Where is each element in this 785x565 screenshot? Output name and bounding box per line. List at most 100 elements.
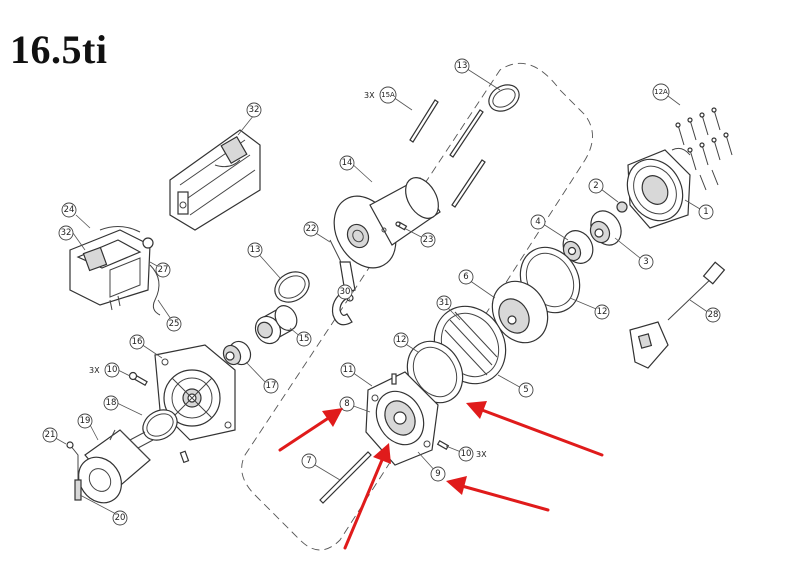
callout-24: 24 [61, 202, 77, 218]
callout-6: 6 [458, 269, 474, 285]
callout-21: 21 [42, 427, 58, 443]
svg-text:12: 12 [597, 307, 608, 317]
svg-text:20: 20 [115, 513, 126, 523]
svg-text:18: 18 [106, 398, 117, 408]
callout-28: 28 [705, 307, 721, 323]
svg-text:16: 16 [132, 337, 143, 347]
callout-23: 23 [420, 232, 436, 248]
callout-17: 17 [263, 378, 279, 394]
callout-25: 25 [166, 316, 182, 332]
callout-12-upper: 12 [594, 304, 610, 320]
callout-9: 9 [430, 466, 446, 482]
screws-part-12A [675, 107, 733, 191]
bolt-part-10-left [128, 371, 148, 387]
callout-7: 7 [301, 453, 317, 469]
red-arrow-2 [343, 443, 391, 550]
callout-10-left: 10 [104, 362, 120, 378]
callout-27: 27 [155, 262, 171, 278]
brake-part-15 [254, 305, 298, 345]
callout-16: 16 [129, 334, 145, 350]
svg-text:15A: 15A [381, 91, 395, 99]
end-plate-part-11 [365, 371, 439, 466]
bolt-part-10-right [391, 373, 450, 451]
callout-14: 14 [339, 155, 355, 171]
callout-4: 4 [530, 214, 546, 230]
gear-housing-part-1 [626, 147, 691, 229]
rod-part-7 [319, 451, 372, 504]
red-arrow-4 [466, 401, 604, 457]
page-title: 16.5ti [10, 27, 108, 72]
svg-text:7: 7 [306, 456, 311, 466]
gear-part-2 [616, 201, 628, 213]
svg-text:3: 3 [643, 257, 648, 267]
bearing-part-17 [222, 340, 252, 366]
callout-15A: 15A [379, 86, 397, 104]
callout-3: 3 [638, 254, 654, 270]
callout-13-upper: 13 [454, 58, 470, 74]
svg-text:31: 31 [439, 298, 450, 308]
fairlead-part [169, 129, 261, 231]
svg-text:6: 6 [463, 272, 468, 282]
qty-10-right: 3X [476, 450, 487, 459]
svg-text:10: 10 [461, 449, 472, 459]
svg-text:5: 5 [523, 385, 528, 395]
callout-19: 19 [77, 413, 93, 429]
callout-29: 30 [337, 284, 353, 300]
svg-text:25: 25 [169, 319, 180, 329]
callout-13-lower: 13 [247, 242, 263, 258]
motor-part [78, 429, 154, 504]
svg-text:21: 21 [45, 430, 56, 440]
red-arrow-3 [446, 476, 550, 512]
svg-text:27: 27 [158, 265, 169, 275]
svg-text:8: 8 [344, 399, 349, 409]
qty-15A: 3X [364, 91, 375, 100]
callout-5: 5 [518, 382, 534, 398]
callout-12A: 12A [652, 83, 670, 101]
remote-part-28 [629, 261, 726, 369]
svg-text:12A: 12A [654, 88, 668, 96]
carrier-part-3 [589, 210, 622, 246]
svg-text:9: 9 [435, 469, 440, 479]
bolt-small [179, 450, 190, 464]
callout-18: 18 [103, 395, 119, 411]
o-ring-part-13-upper [488, 84, 520, 112]
svg-text:13: 13 [457, 61, 468, 71]
callout-30: 32 [246, 102, 262, 118]
svg-text:30: 30 [340, 287, 351, 297]
callout-20: 20 [112, 510, 128, 526]
wire-part-21 [66, 441, 82, 501]
dashed-assembly-outline [241, 62, 593, 551]
svg-text:32: 32 [61, 228, 72, 238]
svg-text:32: 32 [249, 105, 260, 115]
svg-text:22: 22 [306, 224, 317, 234]
o-ring-part-13-lower [274, 271, 310, 303]
drum-part-14 [333, 177, 441, 269]
callout-10-right: 10 [458, 446, 474, 462]
qty-10-left: 3X [89, 366, 100, 375]
tie-rods-part-15A [409, 99, 486, 208]
callout-8: 8 [339, 396, 355, 412]
callout-22: 22 [303, 221, 319, 237]
callout-32: 32 [58, 225, 74, 241]
callout-12-lower: 12 [393, 332, 409, 348]
svg-text:17: 17 [266, 381, 277, 391]
svg-text:2: 2 [593, 181, 598, 191]
hook-part-29 [329, 239, 356, 326]
svg-text:24: 24 [64, 205, 75, 215]
svg-text:28: 28 [708, 310, 719, 320]
red-arrow-1 [278, 408, 343, 452]
svg-text:4: 4 [535, 217, 540, 227]
svg-text:1: 1 [703, 207, 708, 217]
svg-text:10: 10 [107, 365, 118, 375]
svg-text:11: 11 [343, 365, 354, 375]
svg-text:13: 13 [250, 245, 261, 255]
callout-2: 2 [588, 178, 604, 194]
svg-text:14: 14 [342, 158, 353, 168]
svg-text:15: 15 [299, 334, 310, 344]
svg-text:19: 19 [80, 416, 91, 426]
callout-11: 11 [340, 362, 356, 378]
o-ring-part-18 [142, 409, 178, 441]
callout-1: 1 [698, 204, 714, 220]
control-pack-part [69, 226, 161, 316]
